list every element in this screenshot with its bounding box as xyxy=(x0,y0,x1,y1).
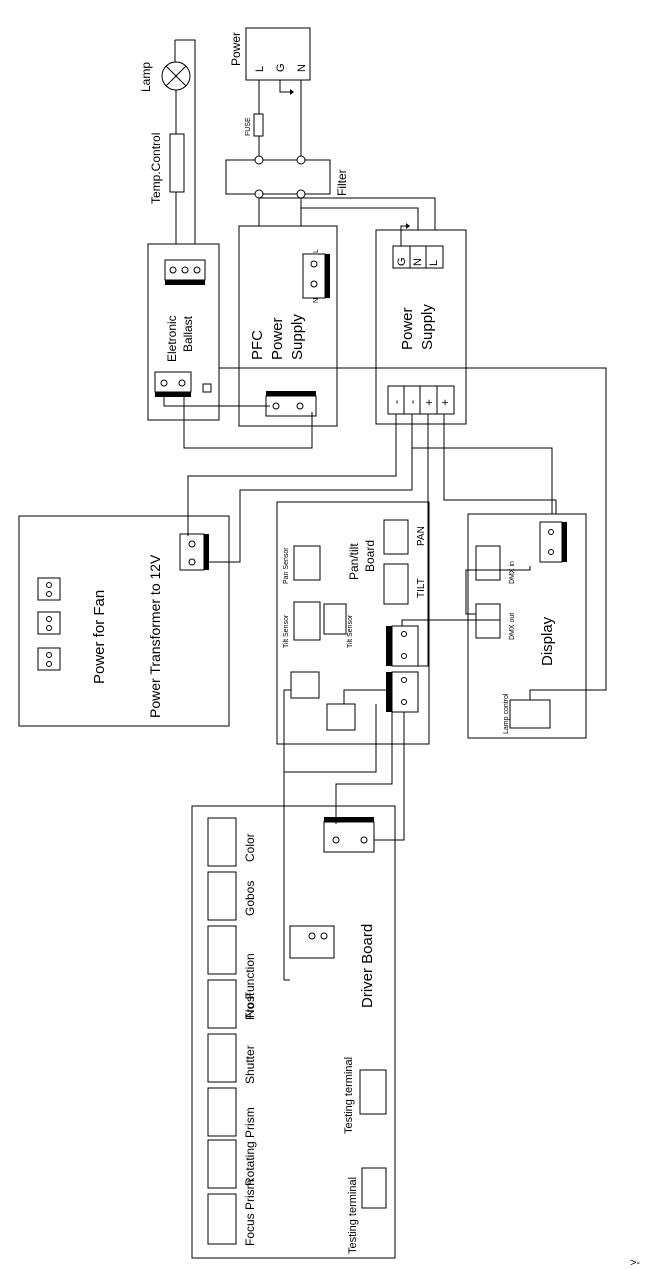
fuse-label: FUSE xyxy=(245,117,252,136)
pantilt-board-line2: Board xyxy=(363,540,377,572)
slot-label-frost: Frost xyxy=(243,992,257,1020)
filter-block: Filter xyxy=(225,155,349,199)
slot-label-gobos: Gobos xyxy=(243,881,257,916)
slot-focus-prism-a xyxy=(207,1139,237,1189)
pfc-n-label: N xyxy=(313,298,320,303)
psu-l-label: L xyxy=(428,260,440,266)
dmx-out-label: DMX out xyxy=(509,613,516,640)
driver-board-title: Driver Board xyxy=(359,924,376,1008)
slot-label-color: Color xyxy=(243,833,257,862)
slot-shutter xyxy=(207,1033,237,1083)
temp-control-resistor xyxy=(169,133,185,193)
slot-color xyxy=(207,817,237,867)
pfc-line3: Supply xyxy=(289,314,306,360)
corner-mark: >- xyxy=(630,1257,640,1269)
psu-line1: Power xyxy=(399,307,416,350)
fan-power-block: Power for Fan Power Transformer to 12V xyxy=(18,515,230,727)
power-title: Power xyxy=(229,32,243,66)
pfc-line2: Power xyxy=(269,317,286,360)
ballast-line1: Eletronic xyxy=(165,315,179,362)
slot-label-rotating-prism: Rotating Prism xyxy=(243,1107,257,1186)
tilt-sensor-label1: Tilt Sensor xyxy=(283,614,290,648)
dmx-in-label: DMX in xyxy=(509,561,516,584)
pantilt-board-line1: Pan/tilt xyxy=(347,543,361,580)
temp-control-label: Temp.Control xyxy=(149,133,163,204)
lamp-label: Lamp xyxy=(139,62,153,92)
display-title: Display xyxy=(539,616,556,666)
power-l-label: L xyxy=(254,66,266,72)
pan-label: PAN xyxy=(416,526,427,546)
psu-line2: Supply xyxy=(419,304,436,350)
driver-slots: Color Gobos No Function Frost Shutter Ro… xyxy=(207,817,257,1246)
fan-power-title: Power for Fan xyxy=(91,590,108,684)
ballast-line2: Ballast xyxy=(181,315,195,352)
transformer-label: Power Transformer to 12V xyxy=(147,554,163,718)
testing-terminal-2: Testing terminal xyxy=(347,1177,359,1254)
electronic-ballast-block: Eletronic Ballast xyxy=(147,243,220,421)
power-g-label: G xyxy=(275,63,287,72)
psu-minus1: - xyxy=(389,400,403,404)
power-input-block: Power L G N xyxy=(229,27,311,81)
pan-sensor-label: Pan Sensor xyxy=(283,547,290,584)
slot-frost xyxy=(207,979,237,1029)
slot-label-focus-prism: Focus Prism xyxy=(243,1179,257,1246)
slot-label-no-function: No Function xyxy=(243,953,257,1018)
display-block: DMX in DMX out Display Lamp control xyxy=(467,513,587,739)
slot-gobos xyxy=(207,871,237,921)
main-power-supply-block: G N L Power Supply - - + + xyxy=(375,223,467,425)
pfc-l-label: L xyxy=(313,249,320,253)
pan-tilt-board-block: Pan Sensor Tilt Sensor Tilt Sensor Pan/t… xyxy=(276,501,430,745)
slot-label-shutter: Shutter xyxy=(243,1045,257,1084)
pfc-power-supply-block: L N PFC Power Supply xyxy=(238,225,338,427)
tilt-sensor-label2: Tilt Sensor xyxy=(347,614,354,648)
power-n-label: N xyxy=(296,64,308,72)
testing-terminal-1: Testing terminal xyxy=(343,1057,355,1134)
psu-g-label: G xyxy=(396,257,408,266)
slot-focus-prism-b xyxy=(207,1193,237,1245)
pfc-line1: PFC xyxy=(249,330,266,360)
filter-label: Filter xyxy=(335,169,349,196)
psu-minus2: - xyxy=(405,400,419,404)
fuse xyxy=(253,113,264,137)
slot-no-function xyxy=(207,925,237,975)
psu-plus2: + xyxy=(438,399,452,406)
psu-plus1: + xyxy=(422,399,436,406)
tilt-label: TILT xyxy=(416,578,427,598)
lamp-block: Lamp Temp.Control xyxy=(139,39,196,268)
slot-rotating-prism xyxy=(207,1087,237,1137)
lamp-control-label: Lamp control xyxy=(503,693,510,734)
psu-n-label: N xyxy=(412,258,424,266)
